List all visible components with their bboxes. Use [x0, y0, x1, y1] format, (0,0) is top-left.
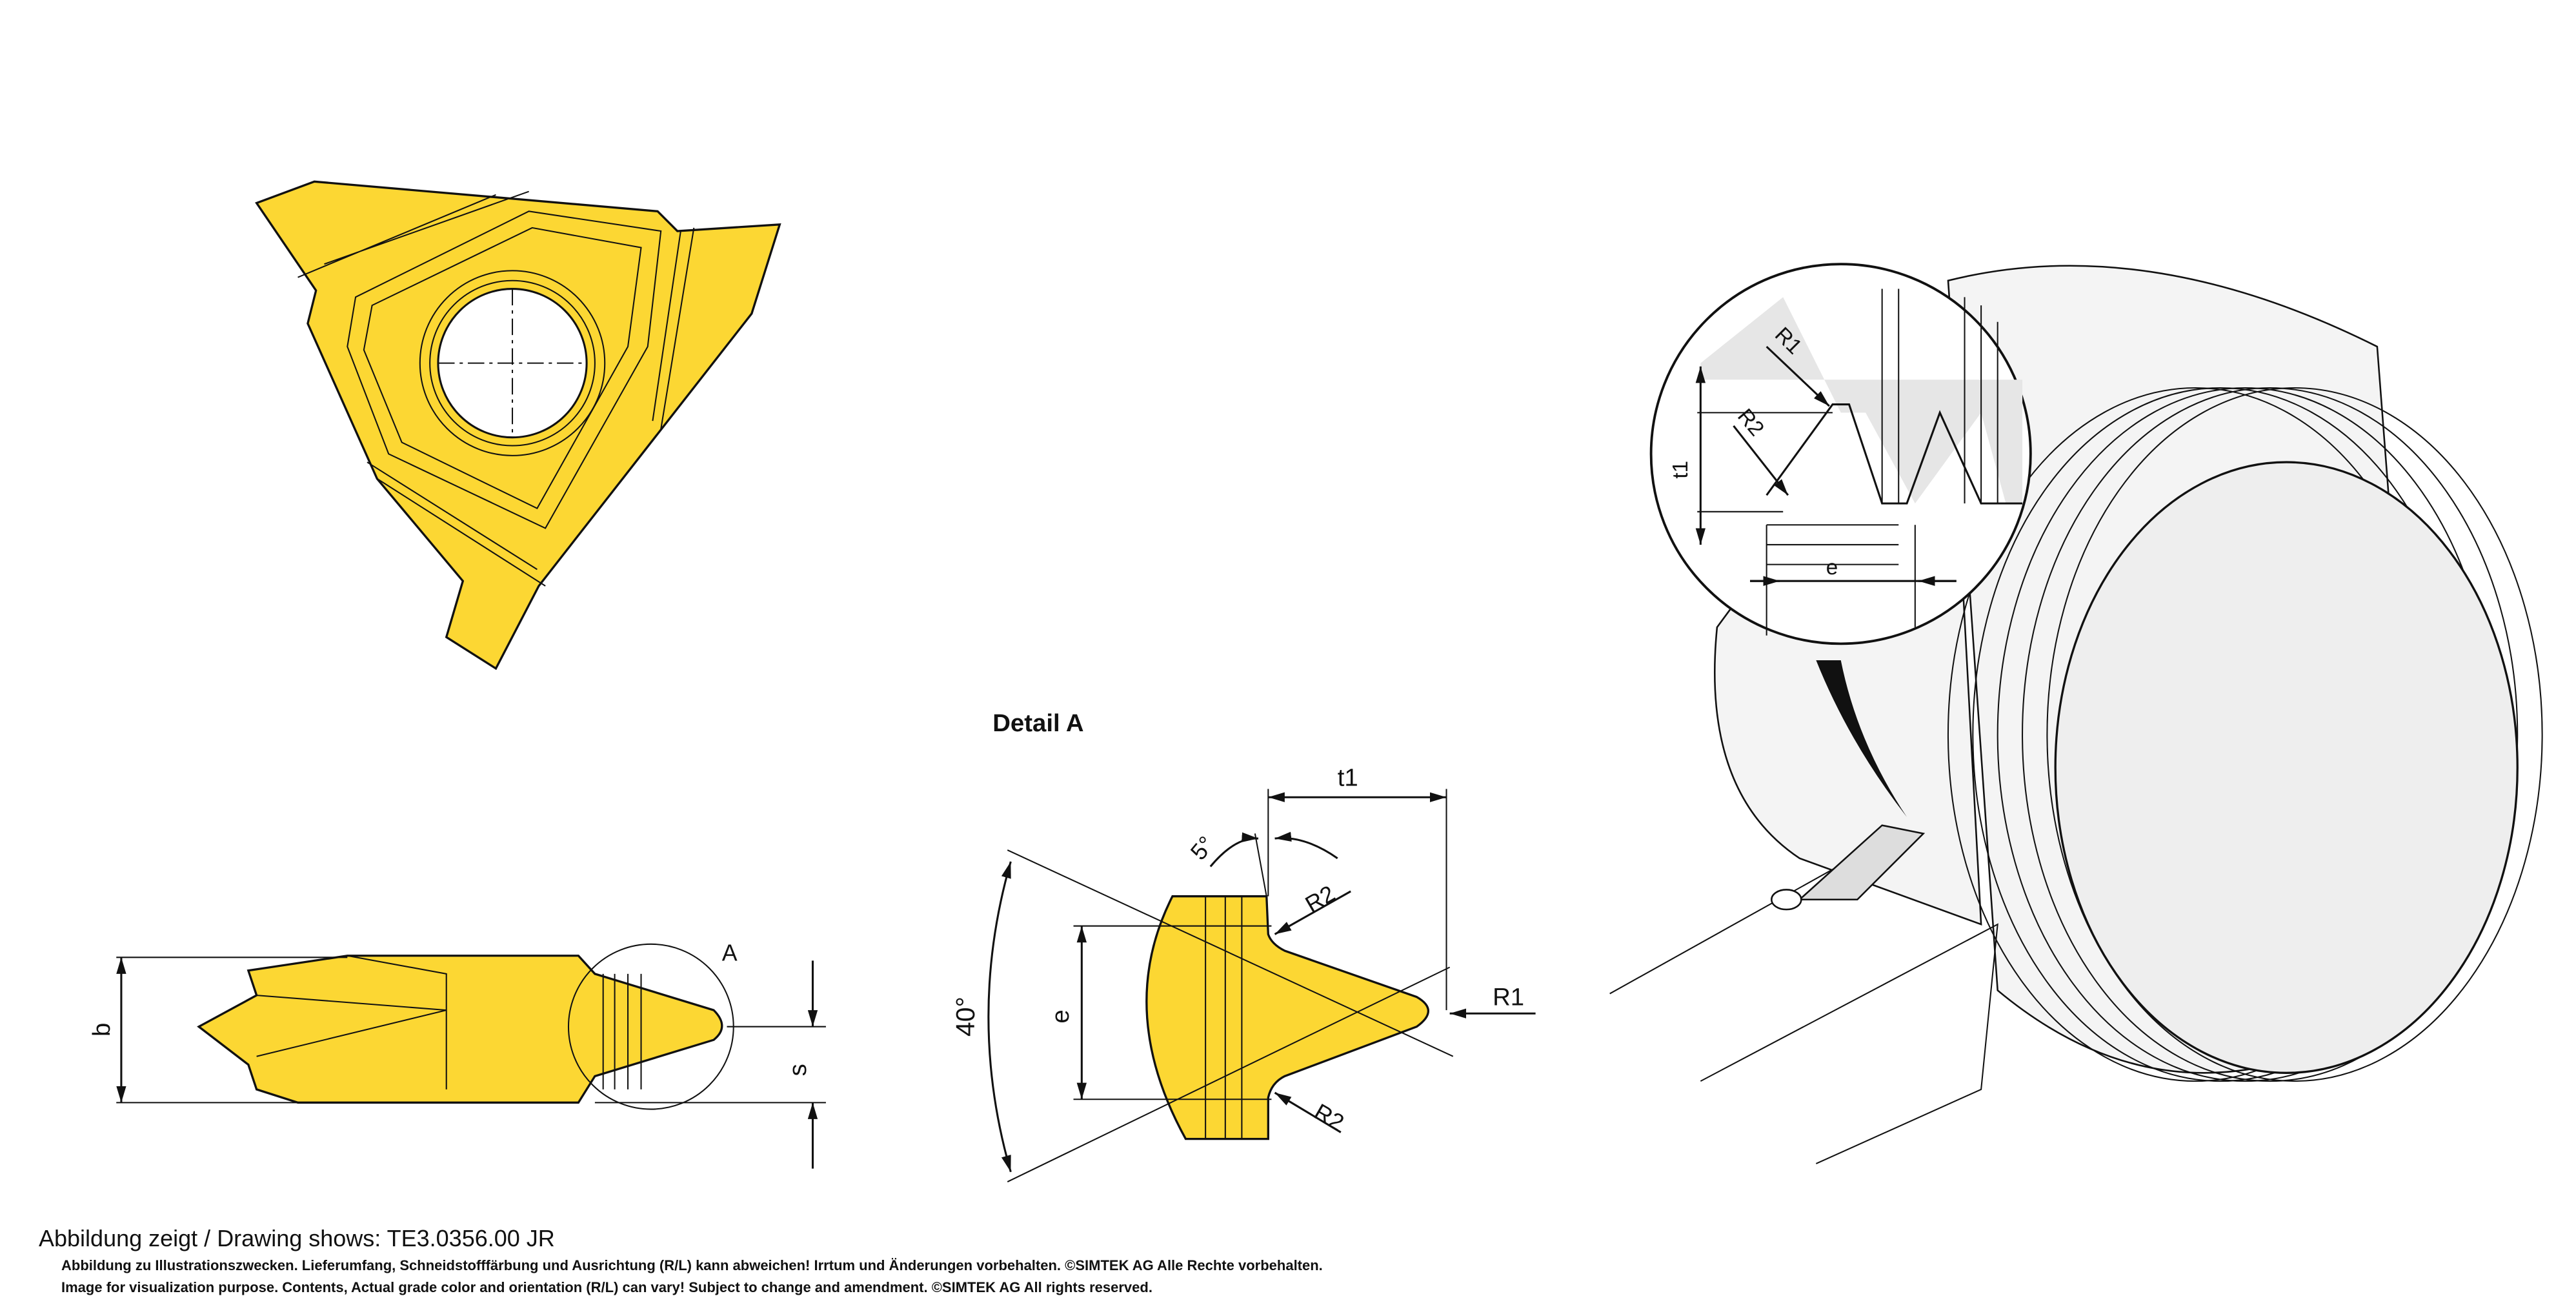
dimension-r1: R1	[1493, 983, 1524, 1011]
insert-side-view: A b s	[88, 940, 826, 1169]
dimension-40-degree: 40°	[951, 997, 980, 1037]
detail-a: Detail A e 40° t1 5° R2 R2 R1	[951, 709, 1536, 1183]
dimension-r2-top: R2	[1301, 880, 1340, 918]
dimension-t1: t1	[1338, 764, 1358, 791]
dimension-b: b	[88, 1023, 116, 1037]
detail-title: Detail A	[992, 709, 1083, 737]
disclaimer-german: Abbildung zu Illustrationszwecken. Liefe…	[61, 1257, 1323, 1273]
dimension-5-degree: 5°	[1185, 831, 1220, 865]
detail-marker-label: A	[722, 940, 738, 966]
inset-dimension-e: e	[1826, 556, 1838, 580]
dimension-s: s	[784, 1064, 812, 1076]
disclaimer-english: Image for visualization purpose. Content…	[61, 1279, 1152, 1295]
insert-top-view	[255, 180, 781, 671]
dimension-r2-bottom: R2	[1310, 1099, 1349, 1136]
inset-dimension-t1: t1	[1669, 461, 1693, 479]
dimension-e: e	[1047, 1009, 1074, 1023]
application-view: t1 R1 R2 e	[1609, 263, 2543, 1164]
drawing-caption: Abbildung zeigt / Drawing shows: TE3.035…	[39, 1225, 555, 1251]
